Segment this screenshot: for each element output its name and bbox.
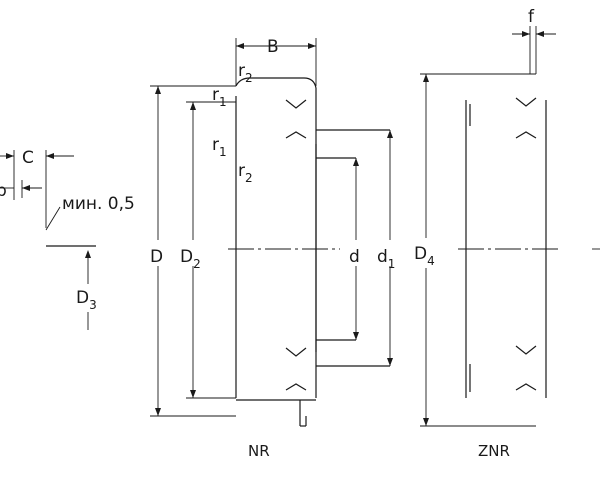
arrowhead [46,153,54,159]
arrowhead [190,102,196,110]
arrowhead [308,43,316,49]
arrowhead [85,250,91,258]
arrowhead [353,158,359,166]
label-b: B [267,37,279,57]
label-r2-mid: r2 [238,161,253,185]
arrowhead [155,86,161,94]
outer-ring-outline [235,88,317,401]
label-bore: d [349,247,360,267]
arrowhead [387,358,393,366]
arrowhead [522,31,530,37]
leader-line [45,206,61,231]
label-d1: d1 [377,247,395,271]
znr-bearing-section: f D4 ZNR [414,7,600,460]
label-r2-top: r2 [238,61,253,85]
caption-znr: ZNR [478,442,510,460]
snap-ring-detail: C p мин. 0,5 D3 [0,148,135,330]
arrowhead [423,74,429,82]
arrowhead [536,31,544,37]
arrowhead [236,43,244,49]
arrowhead [22,185,30,191]
roller-outline-bottom [285,347,307,391]
arrowhead [155,408,161,416]
label-f: f [528,7,535,27]
arrowhead [6,153,14,159]
roller-outline-bottom [515,345,537,391]
label-p: p [0,181,7,201]
label-d3: D3 [76,288,97,312]
nr-bearing-section: B D D2 [150,37,395,460]
label-d2: D2 [180,247,201,271]
label-r1-top: r1 [212,85,227,109]
arrowhead [190,390,196,398]
label-r1-mid: r1 [212,135,227,159]
roller-outline-top [285,99,307,139]
label-min-chamfer: мин. 0,5 [62,194,135,214]
caption-nr: NR [248,442,270,460]
arrowhead [353,332,359,340]
outer-ring-top [235,77,317,89]
arrowhead [387,130,393,138]
label-d-outer: D [150,247,163,267]
roller-outline-top [515,97,537,139]
label-c: C [22,148,34,168]
arrowhead [423,418,429,426]
label-d4: D4 [414,244,435,268]
